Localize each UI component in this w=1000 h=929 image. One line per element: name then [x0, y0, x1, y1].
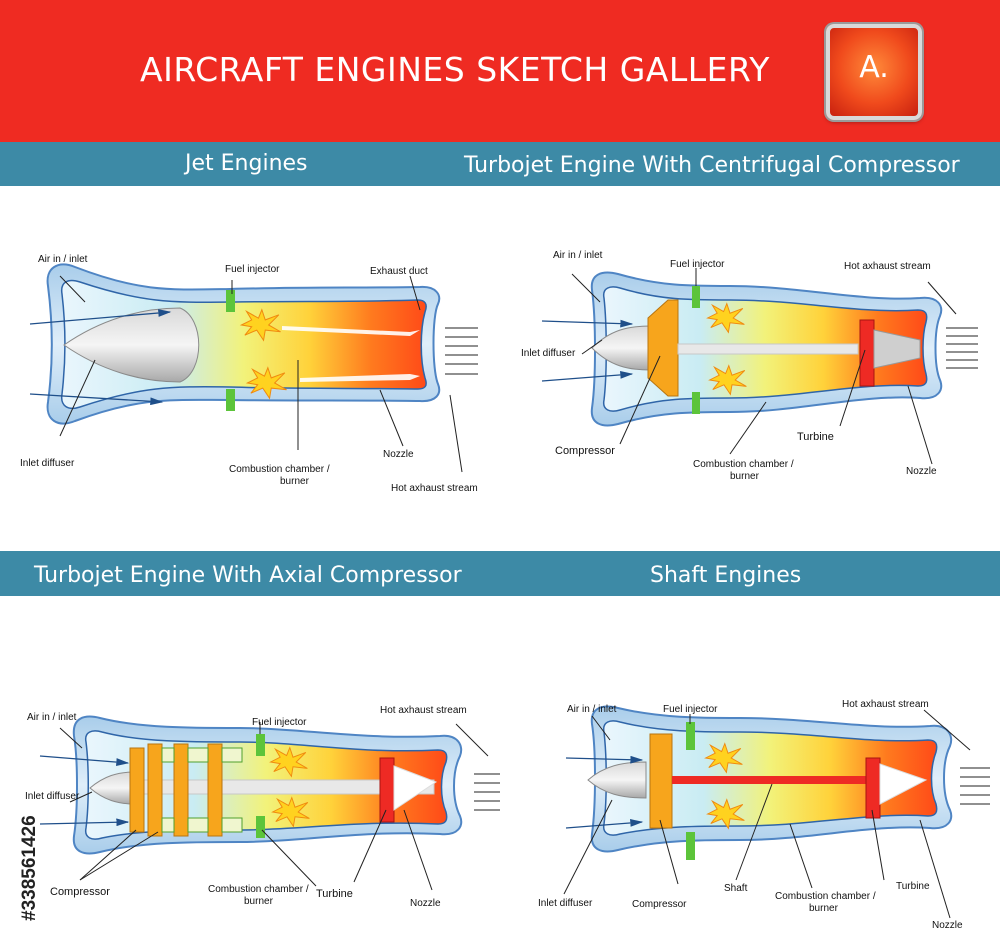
cent-label-inlet-diffuser: Inlet diffuser	[521, 348, 576, 359]
cent-label-air-in: Air in / inlet	[553, 250, 603, 261]
cent-label-hot-exhaust: Hot axhaust stream	[844, 261, 931, 272]
jet-label-air-in: Air in / inlet	[38, 254, 88, 265]
shaft-engine-diagram: Air in / inlet Fuel injector Hot axhaust…	[538, 699, 990, 929]
jet-engine-diagram: Air in / inlet Fuel injector Exhaust duc…	[20, 254, 478, 494]
axial-label-nozzle: Nozzle	[410, 898, 441, 909]
axial-label-turbine: Turbine	[316, 888, 353, 900]
section-title-axial: Turbojet Engine With Axial Compressor	[34, 563, 462, 588]
header-banner: AIRCRAFT ENGINES SKETCH GALLERY A.	[0, 0, 1000, 142]
section-title-jet: Jet Engines	[185, 151, 308, 176]
badge-label: A.	[859, 50, 889, 85]
jet-label-exhaust-duct: Exhaust duct	[370, 266, 428, 277]
jet-label-combustion: Combustion chamber /	[229, 464, 330, 475]
cent-label-compressor: Compressor	[555, 445, 615, 457]
axial-engine-diagram: Air in / inlet Fuel injector Hot axhaust…	[25, 705, 500, 909]
jet-label-fuel-injector: Fuel injector	[225, 264, 280, 275]
jet-label-burner: burner	[280, 476, 310, 487]
centrifugal-engine-diagram: Air in / inlet Fuel injector Hot axhaust…	[521, 250, 978, 482]
shaft-label-burner: burner	[809, 903, 839, 914]
cent-label-turbine: Turbine	[797, 431, 834, 443]
axial-label-hot-exhaust: Hot axhaust stream	[380, 705, 467, 716]
shaft-label-turbine: Turbine	[896, 881, 930, 892]
shaft-label-compressor: Compressor	[632, 899, 687, 910]
axial-label-burner: burner	[244, 896, 274, 907]
section-title-shaft: Shaft Engines	[650, 563, 802, 588]
shaft-label-air-in: Air in / inlet	[567, 704, 617, 715]
axial-label-combustion: Combustion chamber /	[208, 884, 309, 895]
cent-label-burner: burner	[730, 471, 760, 482]
section-band-bottom: Turbojet Engine With Axial Compressor Sh…	[0, 551, 1000, 596]
cent-label-fuel-injector: Fuel injector	[670, 259, 725, 270]
cent-label-nozzle: Nozzle	[906, 466, 937, 477]
stock-id-watermark: #338561426	[19, 815, 40, 921]
axial-label-inlet-diffuser: Inlet diffuser	[25, 791, 80, 802]
shaft-label-combustion: Combustion chamber /	[775, 891, 876, 902]
section-band-top: Jet Engines Turbojet Engine With Centrif…	[0, 142, 1000, 186]
jet-label-hot-exhaust: Hot axhaust stream	[391, 483, 478, 494]
axial-label-air-in: Air in / inlet	[27, 712, 77, 723]
shaft-label-hot-exhaust: Hot axhaust stream	[842, 699, 929, 710]
jet-label-nozzle: Nozzle	[383, 449, 414, 460]
shaft-label-fuel-injector: Fuel injector	[663, 704, 718, 715]
shaft-label-nozzle: Nozzle	[932, 920, 963, 929]
gallery-badge: A.	[826, 24, 922, 120]
page-title: AIRCRAFT ENGINES SKETCH GALLERY	[140, 50, 770, 89]
section-title-centrifugal: Turbojet Engine With Centrifugal Compres…	[464, 153, 960, 178]
axial-label-fuel-injector: Fuel injector	[252, 717, 307, 728]
shaft-label-inlet-diffuser: Inlet diffuser	[538, 898, 593, 909]
jet-label-inlet-diffuser: Inlet diffuser	[20, 458, 75, 469]
cent-label-combustion: Combustion chamber /	[693, 459, 794, 470]
axial-label-compressor: Compressor	[50, 886, 110, 898]
shaft-label-shaft: Shaft	[724, 883, 748, 894]
